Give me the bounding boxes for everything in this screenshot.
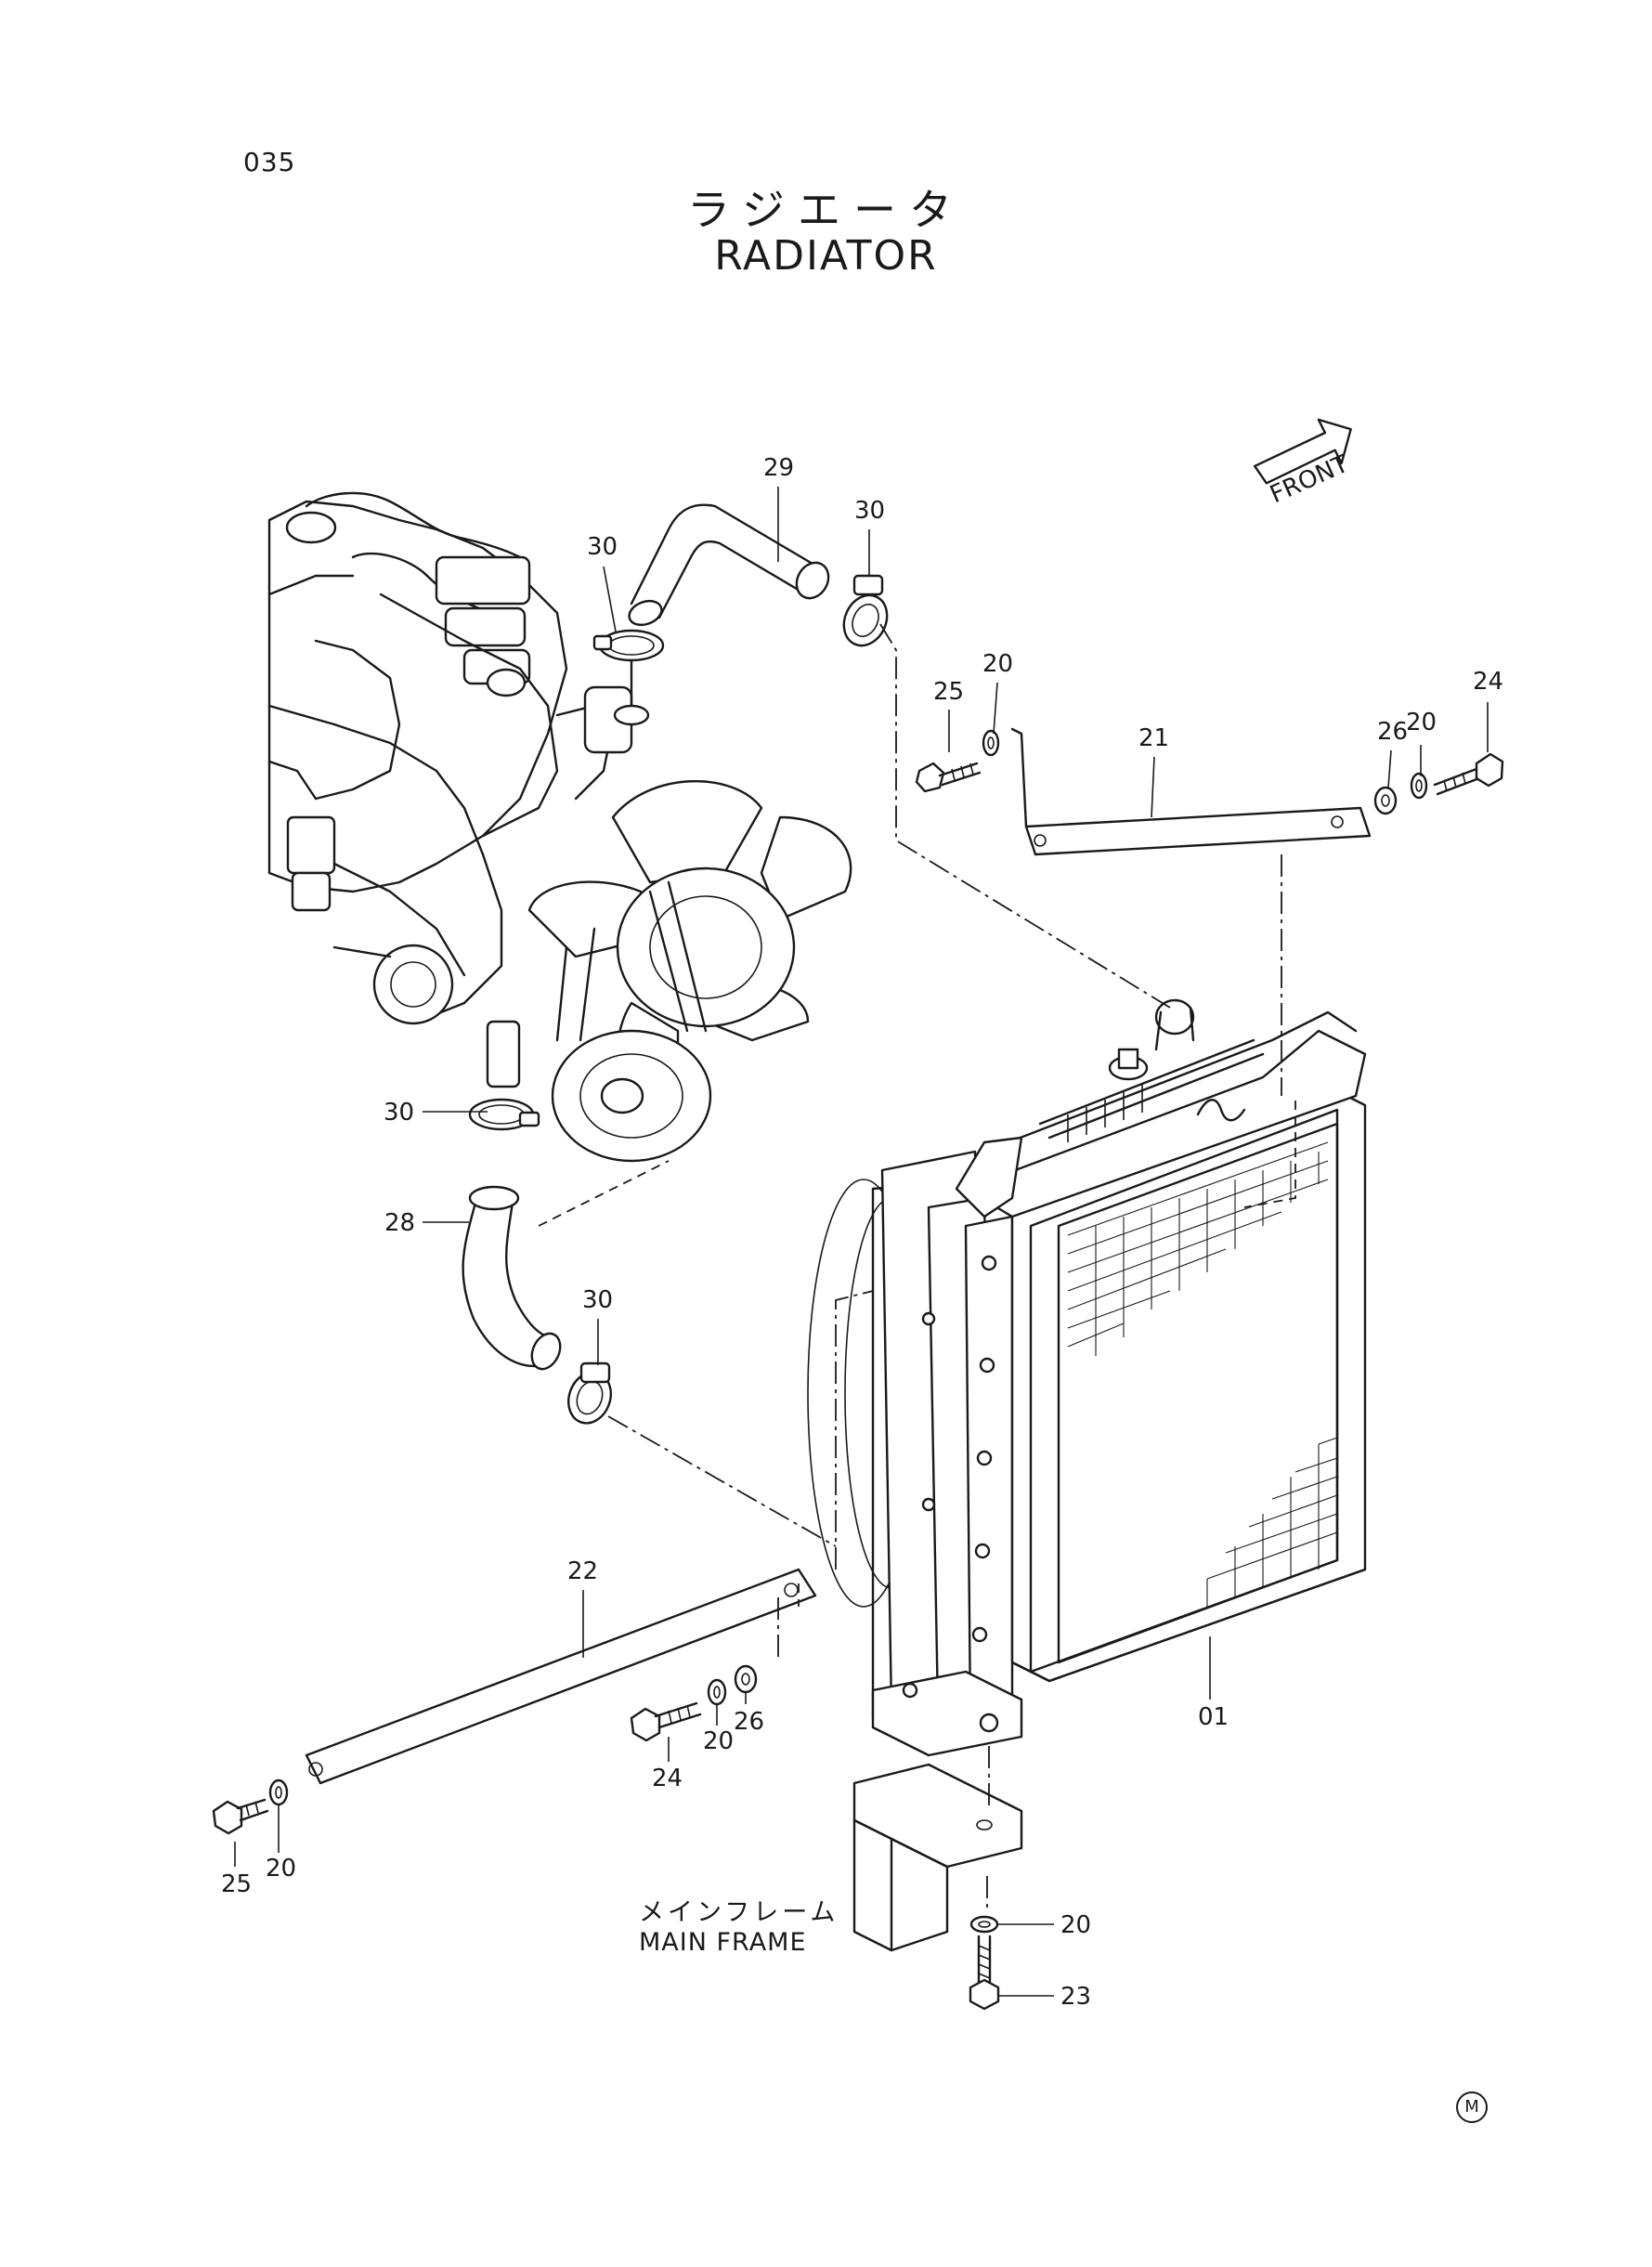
- callout-21: 21: [1138, 724, 1169, 752]
- fan-drawing: [527, 779, 852, 1163]
- washer-20-bottom-left: [268, 1778, 289, 1806]
- washer-20-top-right: [1410, 772, 1428, 800]
- callout-20-mount: 20: [1060, 1911, 1091, 1939]
- bolt-23: [969, 1935, 1000, 2011]
- callout-23: 23: [1060, 1983, 1091, 2011]
- main-frame-bracket: [852, 1763, 1023, 1952]
- radiator-01: [807, 998, 1367, 1757]
- bolt-24-bottom: [630, 1701, 702, 1742]
- main-frame-label-japanese: メインフレーム: [639, 1898, 839, 1927]
- callout-24-top: 24: [1473, 668, 1503, 696]
- clamp-30-top-left: [592, 629, 665, 726]
- callout-25-bottom: 25: [221, 1870, 252, 1898]
- front-arrow: FRONT: [1253, 418, 1353, 509]
- callout-22: 22: [567, 1557, 598, 1585]
- washer-26-top: [1373, 786, 1398, 815]
- callout-30-mid: 30: [384, 1099, 414, 1127]
- clamp-30-lower: [567, 1362, 612, 1425]
- callout-numbers: 29 30 30 30 28 30 25 20 21 26 20 24 22 2…: [221, 454, 1503, 2011]
- clamp-30-top-right: [842, 574, 889, 647]
- callout-30-top-right: 30: [854, 497, 885, 525]
- callout-29: 29: [763, 454, 794, 482]
- title-japanese: ラジエータ: [686, 185, 966, 235]
- assembly-lines: [607, 623, 1296, 1913]
- callout-28: 28: [384, 1209, 415, 1237]
- callout-20-top: 20: [982, 650, 1013, 678]
- callout-01: 01: [1198, 1703, 1229, 1731]
- bolt-25-top: [915, 762, 982, 793]
- callout-24-bottom: 24: [652, 1765, 683, 1792]
- washer-20-mount: [969, 1915, 999, 1934]
- lower-hose-28: [462, 1185, 562, 1371]
- callout-20-top-right: 20: [1406, 709, 1437, 736]
- callout-30-top-left: 30: [587, 533, 618, 561]
- washer-20-bottom-mid: [707, 1678, 727, 1706]
- bolt-24-top: [1433, 752, 1504, 796]
- corner-mark: M: [1456, 2091, 1488, 2123]
- bolt-25-bottom: [212, 1798, 269, 1835]
- clamp-30-mid: [468, 1020, 540, 1131]
- callout-26-top: 26: [1377, 718, 1408, 746]
- washer-26-bottom: [734, 1664, 758, 1694]
- stay-21: [1010, 727, 1372, 856]
- callout-30-lower: 30: [582, 1286, 613, 1314]
- washer-20-top: [982, 729, 1000, 757]
- engine-drawing: [267, 491, 670, 1227]
- callout-25-top: 25: [933, 678, 964, 706]
- stay-22: [305, 1568, 817, 1785]
- callout-20-bottom-left: 20: [266, 1855, 296, 1883]
- callout-26-bottom: 26: [734, 1708, 764, 1736]
- callout-leaders: [234, 487, 1489, 1997]
- main-frame-label-english: MAIN FRAME: [639, 1928, 807, 1957]
- upper-hose-29: [628, 503, 830, 627]
- page-code: 035: [243, 147, 296, 177]
- callout-20-bottom-mid: 20: [703, 1727, 734, 1755]
- title-english: RADIATOR: [714, 232, 938, 280]
